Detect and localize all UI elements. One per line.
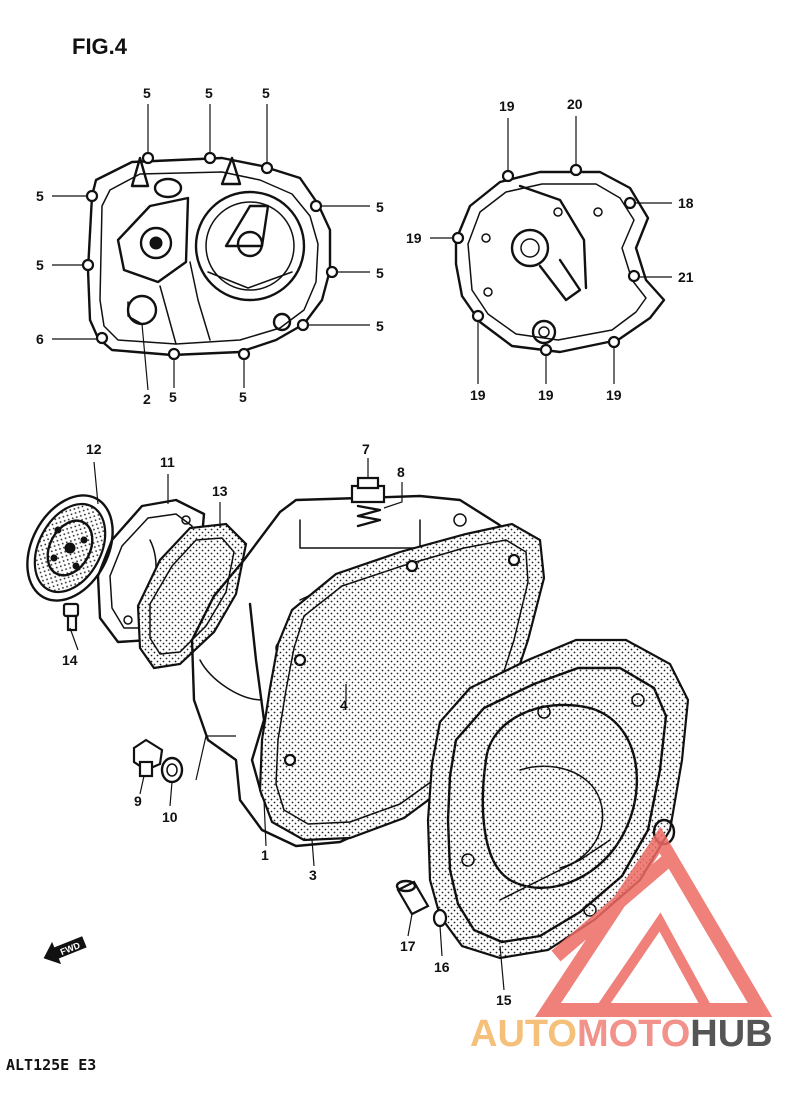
left-crankcase-cover (86, 156, 332, 357)
watermark-part1: AUTO (470, 1013, 577, 1055)
bolt-19b (451, 231, 465, 245)
callout-5: 5 (376, 318, 384, 334)
leader-lines-right-cover (430, 116, 672, 384)
bolt-5c (260, 161, 274, 175)
fwd-label: FWD (59, 940, 82, 957)
cover-gasket (136, 522, 248, 670)
oil-plug-7 (350, 476, 386, 504)
callout-1: 1 (261, 847, 269, 863)
callout-19: 19 (470, 387, 486, 403)
callout-13: 13 (212, 483, 228, 499)
callout-17: 17 (400, 938, 416, 954)
bolt-5g (325, 265, 339, 279)
callout-3: 3 (309, 867, 317, 883)
callout-5: 5 (262, 85, 270, 101)
bolt-19e (607, 335, 621, 349)
bolt-5a (141, 151, 155, 165)
spring-8 (356, 504, 382, 528)
bolt-5e (309, 199, 323, 213)
leader-drain-plug (195, 735, 236, 781)
bolt-20 (569, 163, 583, 177)
callout-14: 14 (62, 652, 78, 668)
callout-7: 7 (362, 441, 370, 457)
callout-6: 6 (36, 331, 44, 347)
bolt-19d (539, 343, 553, 357)
bolt-14 (62, 602, 80, 632)
callout-5: 5 (169, 389, 177, 405)
callout-19: 19 (538, 387, 554, 403)
bolt-16 (432, 908, 448, 928)
callout-5: 5 (36, 188, 44, 204)
bolt-5h (296, 318, 310, 332)
cover-bolts-left (81, 151, 339, 361)
callout-12: 12 (86, 441, 102, 457)
callout-5: 5 (376, 265, 384, 281)
watermark-logo (535, 826, 773, 1017)
bolt-6 (95, 331, 109, 345)
callout-19: 19 (606, 387, 622, 403)
callout-15: 15 (496, 992, 512, 1008)
callout-8: 8 (397, 464, 405, 480)
bolt-19c (471, 309, 485, 323)
callout-19: 19 (406, 230, 422, 246)
cover-bolts-right (451, 163, 641, 357)
callout-2: 2 (143, 391, 151, 407)
bolt-21 (627, 269, 641, 283)
callout-10: 10 (162, 809, 178, 825)
arrow-icon (43, 936, 87, 965)
washer-10 (160, 756, 184, 784)
bolt-5f (81, 258, 95, 272)
callout-5: 5 (376, 199, 384, 215)
bolt-5d (85, 189, 99, 203)
watermark-part3: HUB (690, 1013, 772, 1055)
callout-5: 5 (36, 257, 44, 273)
callout-4: 4 (340, 697, 348, 713)
callout-5: 5 (143, 85, 151, 101)
watermark-inner-triangle-icon (590, 912, 717, 1015)
callout-labels: 5 5 5 5 5 5 5 6 5 2 5 5 19 20 18 19 21 1… (36, 85, 694, 1008)
watermark-part2: MOTO (577, 1013, 690, 1055)
callout-9: 9 (134, 793, 142, 809)
forward-direction-arrow: FWD (43, 936, 87, 965)
dowel-pin-17 (395, 879, 430, 916)
drain-plug-9 (132, 738, 164, 778)
callout-21: 21 (678, 269, 694, 285)
bolt-5j (237, 347, 251, 361)
watermark-slash-icon (551, 854, 673, 962)
callout-5: 5 (239, 389, 247, 405)
callout-19: 19 (499, 98, 515, 114)
bolt-19a (501, 169, 515, 183)
bolt-5b (203, 151, 217, 165)
magneto-cover-disc (26, 494, 114, 602)
leader-lines-left-cover (52, 104, 370, 391)
model-code: ALT125E E3 (6, 1056, 96, 1074)
callout-5: 5 (205, 85, 213, 101)
bolt-18 (623, 196, 637, 210)
bolt-5i (167, 347, 181, 361)
callout-20: 20 (567, 96, 583, 112)
figure-title: FIG.4 (72, 34, 128, 59)
callout-11: 11 (160, 454, 175, 470)
leader-lines-main (69, 458, 505, 991)
callout-16: 16 (434, 959, 450, 975)
watermark-text: AUTOMOTOHUB (470, 1013, 773, 1055)
callout-18: 18 (678, 195, 694, 211)
